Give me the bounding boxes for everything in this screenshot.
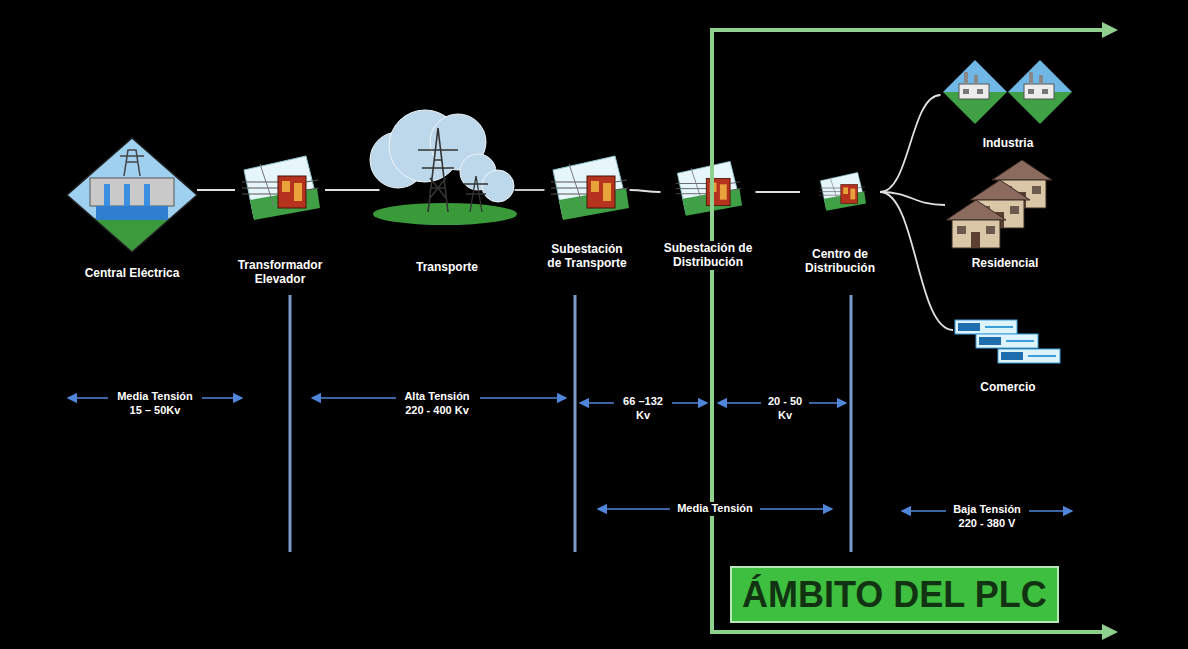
icon-space xyxy=(941,60,1076,136)
step-up-transformer-icon xyxy=(242,156,320,220)
power-line xyxy=(325,189,380,191)
power-line xyxy=(197,189,235,191)
plant-tower xyxy=(120,150,144,176)
commerce-icon xyxy=(976,334,1038,348)
dimension-arrow xyxy=(672,402,707,403)
voltage-label: Baja Tensión 220 - 380 V xyxy=(949,503,1025,531)
voltage-label: 20 - 50 Kv xyxy=(764,395,806,423)
node-label: Transformador Elevador xyxy=(235,258,325,287)
spillway xyxy=(144,184,150,206)
node-label: Central Eléctrica xyxy=(67,266,197,280)
dimension-arrow xyxy=(312,397,396,398)
dam xyxy=(90,178,174,206)
industry-icon xyxy=(943,60,1007,124)
bracket-line xyxy=(710,30,1104,632)
node-label: Subestación de Distribución xyxy=(661,241,756,270)
transmission-substation-icon xyxy=(551,156,629,220)
power-line xyxy=(880,95,941,192)
grid-element: Subestación de Transporte xyxy=(545,150,630,271)
voltage-label: Alta Tensión 220 - 400 Kv xyxy=(399,390,475,418)
power-line xyxy=(756,191,801,193)
cloud xyxy=(482,170,514,202)
grid-element: Industria xyxy=(941,60,1076,150)
icon-space xyxy=(235,150,325,258)
icon-space xyxy=(67,140,197,266)
grid-element: Comercio xyxy=(953,315,1063,394)
plc-scope-bracket xyxy=(710,22,1118,640)
node-label: Transporte xyxy=(380,260,515,274)
voltage-label: Media Tensión 15 – 50Kv xyxy=(113,390,197,418)
division-line xyxy=(289,295,292,552)
icon-space xyxy=(945,160,1065,256)
plant-outline xyxy=(67,138,197,252)
water xyxy=(96,206,168,220)
grid-element: Central Eléctrica xyxy=(67,140,197,280)
bracket-arrowhead xyxy=(1102,624,1118,640)
division-line xyxy=(574,295,577,552)
scope-box: ÁMBITO DEL PLC xyxy=(730,566,1059,623)
icon-space xyxy=(545,150,630,242)
grid-element: Transporte xyxy=(380,115,515,274)
node-label: Residencial xyxy=(945,256,1065,270)
industry-icon xyxy=(1008,60,1072,124)
plant-scene xyxy=(60,178,200,258)
transmission-icon xyxy=(370,110,517,225)
dimension-arrow xyxy=(718,402,761,403)
ground xyxy=(373,203,517,225)
node-label: Subestación de Transporte xyxy=(545,242,630,271)
icon-space xyxy=(661,155,756,241)
dimension-arrow xyxy=(809,402,846,403)
scope-title: ÁMBITO DEL PLC xyxy=(742,574,1047,615)
voltage-label: Media Tensión xyxy=(675,502,755,516)
node-label: Industria xyxy=(941,136,1076,150)
power-line xyxy=(515,189,545,191)
grid-element: Residencial xyxy=(945,160,1065,270)
node-label: Comercio xyxy=(953,380,1063,394)
spillway xyxy=(124,184,130,206)
power-plant-icon xyxy=(60,138,200,258)
voltage-label: 66 –132 Kv xyxy=(620,395,666,423)
bracket-arrowhead xyxy=(1102,22,1118,38)
icon-space xyxy=(953,315,1063,380)
commerce-icon xyxy=(998,349,1060,363)
dimension-arrow xyxy=(902,510,946,511)
dimension-arrow xyxy=(598,508,670,509)
node-label: Centro de Distribución xyxy=(800,247,880,276)
icon-space xyxy=(380,115,515,260)
dimension-arrows xyxy=(68,398,1072,511)
dimension-arrow xyxy=(202,397,242,398)
plant-ground xyxy=(60,218,200,258)
dimension-arrow xyxy=(760,508,832,509)
grid-element: Centro de Distribución xyxy=(800,165,880,276)
commerce-icon xyxy=(955,320,1017,334)
distribution-substation-icon xyxy=(676,161,742,215)
power-line xyxy=(880,192,953,330)
house-icon xyxy=(946,200,1006,248)
pylon xyxy=(464,176,488,212)
grid-element: Subestación de Distribución xyxy=(661,155,756,270)
pylon xyxy=(418,128,458,212)
dimension-arrow xyxy=(480,397,566,398)
grid-element: Transformador Elevador xyxy=(235,150,325,287)
spillway xyxy=(104,184,110,206)
dimension-arrow xyxy=(580,402,614,403)
icon-space xyxy=(800,165,880,247)
power-line xyxy=(630,190,661,192)
dimension-arrow xyxy=(68,397,108,398)
distribution-centre-icon xyxy=(819,172,866,210)
power-line xyxy=(880,192,945,205)
division-line xyxy=(850,295,853,552)
dimension-arrow xyxy=(1029,510,1072,511)
